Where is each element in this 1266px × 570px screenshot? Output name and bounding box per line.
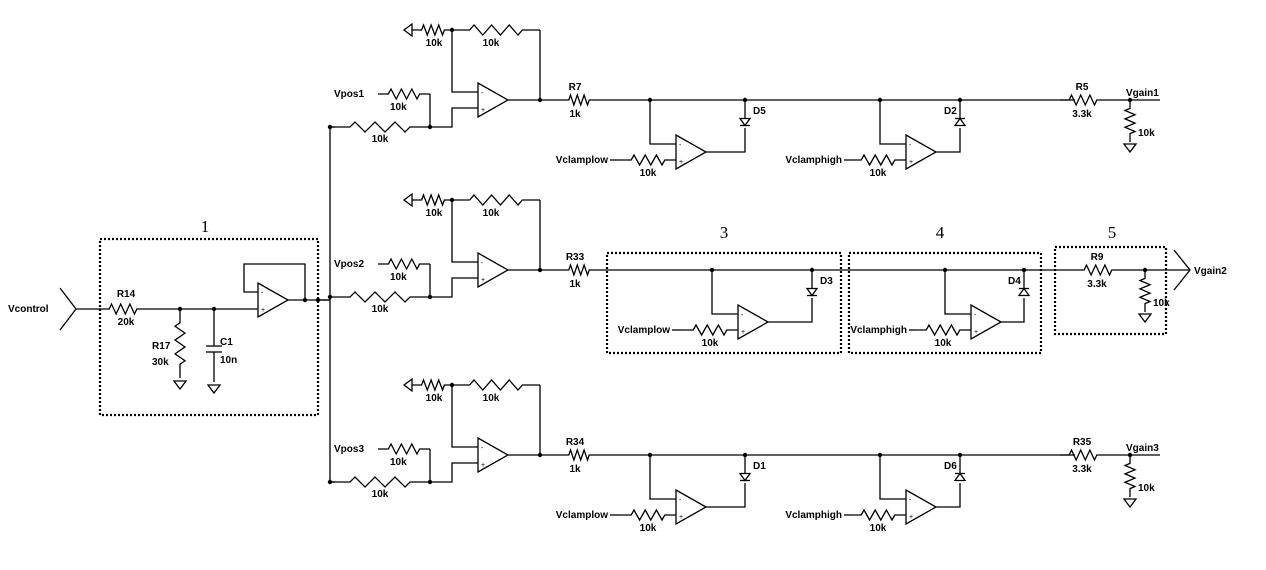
svg-text:+: + (741, 329, 745, 336)
load-res-value: 10k (1138, 128, 1155, 139)
svg-text:-: - (909, 497, 912, 504)
gain-res-a-value: 10k (426, 208, 443, 219)
offset-label-vpos3: Vpos3 (334, 444, 364, 455)
out-res-name: R35 (1073, 437, 1092, 448)
low-diode-name: D3 (820, 276, 833, 287)
svg-text:-: - (679, 142, 682, 149)
series-res-value: 1k (569, 279, 581, 290)
input-label-vcontrol: Vcontrol (8, 304, 49, 315)
sum-res-b-value: 10k (372, 134, 389, 145)
svg-text:+: + (679, 159, 683, 166)
load-res-value: 10k (1138, 483, 1155, 494)
load-res-value: 10k (1153, 298, 1170, 309)
svg-text:-: - (974, 312, 977, 319)
clamp-high-res-value: 10k (870, 168, 887, 179)
r17-name: R17 (152, 341, 171, 352)
sum-res-a-value: 10k (390, 102, 407, 113)
gain-res-b-value: 10k (483, 38, 500, 49)
svg-text:-: - (481, 90, 484, 97)
r14-value: 20k (118, 317, 135, 328)
svg-text:+: + (481, 277, 485, 284)
offset-label-vpos2: Vpos2 (334, 259, 364, 270)
r17-value: 30k (152, 357, 169, 368)
high-diode-name: D2 (944, 106, 957, 117)
sum-res-b-value: 10k (372, 304, 389, 315)
c1-value: 10n (220, 355, 237, 366)
svg-text:+: + (261, 307, 265, 314)
out-res-name: R5 (1076, 82, 1089, 93)
low-diode-name: D5 (753, 106, 766, 117)
output-label-vgain3: Vgain3 (1126, 443, 1159, 454)
svg-text:+: + (481, 107, 485, 114)
sum-res-a-value: 10k (390, 272, 407, 283)
clamp-low-label: Vclamplow (556, 155, 608, 166)
series-res-value: 1k (569, 464, 581, 475)
clamp-high-label: Vclamphigh (850, 325, 907, 336)
block-label-3: 3 (720, 223, 729, 242)
offset-label-vpos1: Vpos1 (334, 89, 364, 100)
output-label-vgain1: Vgain1 (1126, 88, 1159, 99)
clamp-high-res-value: 10k (935, 338, 952, 349)
out-res-value: 3.3k (1087, 279, 1107, 290)
gain-res-b-value: 10k (483, 208, 500, 219)
clamp-low-res-value: 10k (640, 523, 657, 534)
c1-name: C1 (220, 337, 233, 348)
clamp-high-res-value: 10k (870, 523, 887, 534)
svg-text:+: + (974, 329, 978, 336)
svg-text:-: - (481, 260, 484, 267)
svg-text:+: + (679, 514, 683, 521)
high-diode-name: D4 (1008, 276, 1021, 287)
clamp-high-label: Vclamphigh (785, 155, 842, 166)
r14-name: R14 (117, 289, 136, 300)
clamp-low-label: Vclamplow (618, 325, 670, 336)
out-res-value: 3.3k (1072, 464, 1092, 475)
block-5-box (1053, 245, 1168, 336)
block-label-4: 4 (936, 223, 945, 242)
block-3-box (605, 251, 843, 355)
series-res-name: R33 (566, 252, 585, 263)
sum-res-a-value: 10k (390, 457, 407, 468)
svg-text:-: - (909, 142, 912, 149)
high-diode-name: D6 (944, 461, 957, 472)
block-4-box (847, 251, 1043, 355)
svg-text:-: - (481, 445, 484, 452)
gain-res-b-value: 10k (483, 393, 500, 404)
clamp-high-label: Vclamphigh (785, 510, 842, 521)
svg-text:+: + (909, 514, 913, 521)
out-res-name: R9 (1091, 252, 1104, 263)
series-res-value: 1k (569, 109, 581, 120)
series-res-name: R7 (569, 82, 582, 93)
svg-text:-: - (679, 497, 682, 504)
clamp-low-res-value: 10k (702, 338, 719, 349)
svg-text:+: + (481, 462, 485, 469)
svg-text:+: + (909, 159, 913, 166)
block-label-1: 1 (201, 217, 210, 236)
gain-res-a-value: 10k (426, 393, 443, 404)
out-res-value: 3.3k (1072, 109, 1092, 120)
series-res-name: R34 (566, 437, 585, 448)
output-label-vgain2: Vgain2 (1194, 266, 1227, 277)
gain-res-a-value: 10k (426, 38, 443, 49)
clamp-low-res-value: 10k (640, 168, 657, 179)
clamp-low-label: Vclamplow (556, 510, 608, 521)
block-label-5: 5 (1108, 223, 1117, 242)
low-diode-name: D1 (753, 461, 766, 472)
sum-res-b-value: 10k (372, 489, 389, 500)
svg-text:-: - (741, 312, 744, 319)
block-1-box (98, 237, 320, 417)
svg-text:-: - (261, 290, 264, 297)
